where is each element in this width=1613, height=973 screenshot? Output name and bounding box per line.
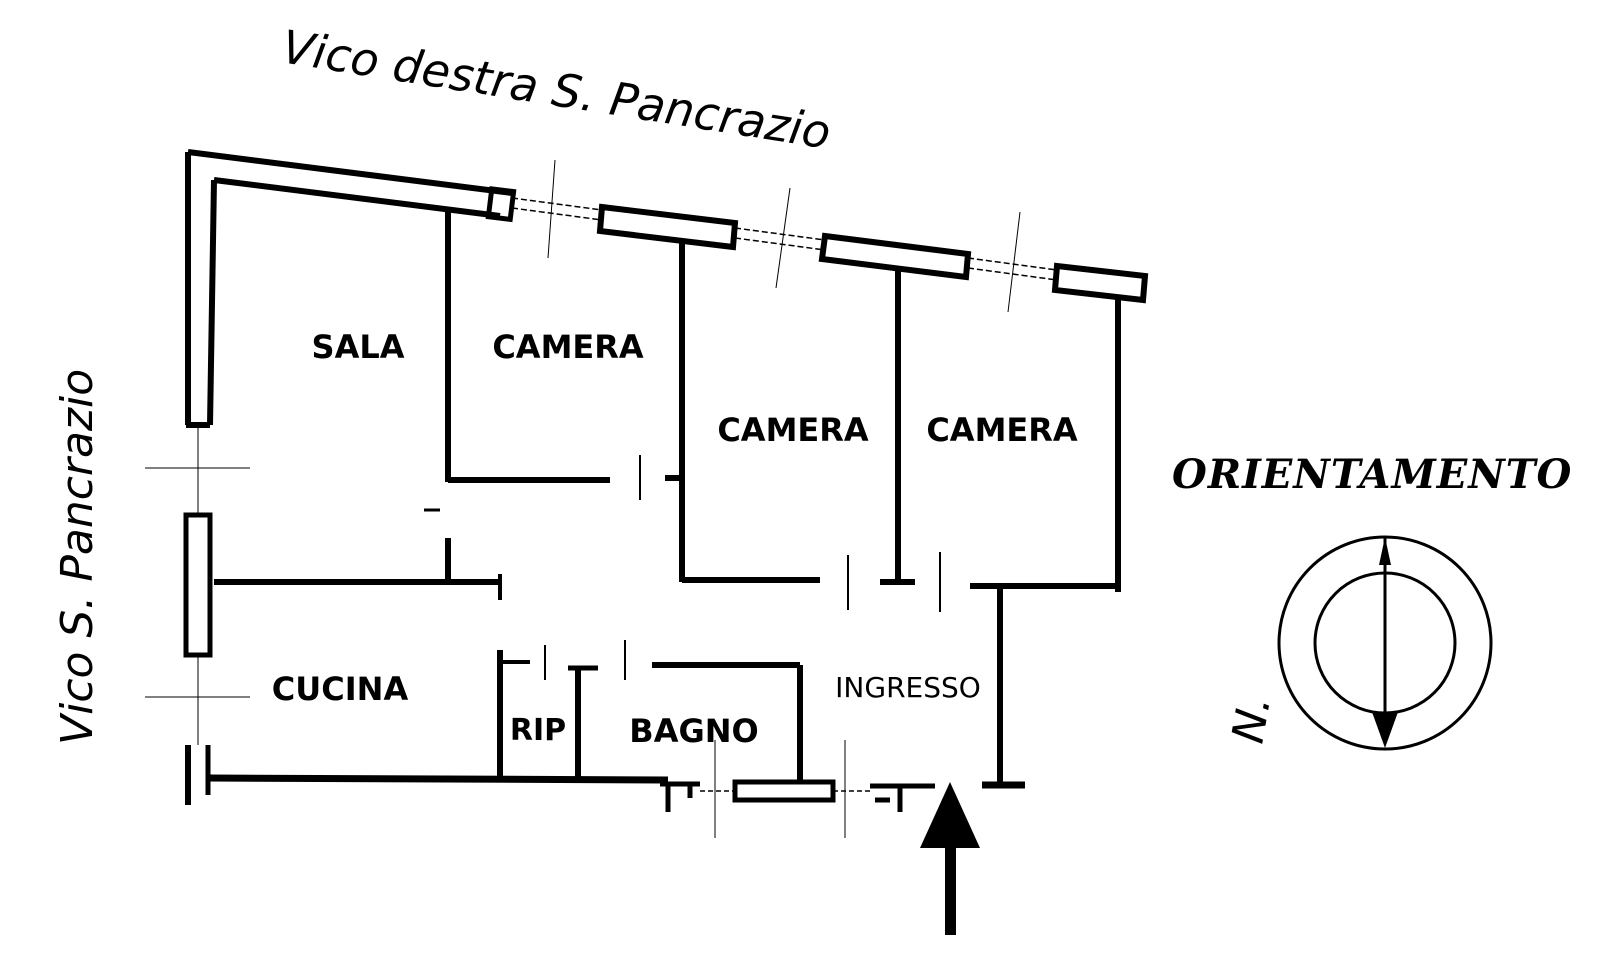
street-label-top: Vico destra S. Pancrazio (278, 20, 834, 160)
room-label-ingresso: INGRESSO (835, 671, 981, 704)
room-label-camera-2: CAMERA (717, 411, 869, 449)
street-label-left: Vico S. Pancrazio (52, 369, 103, 745)
room-label-rip: RIP (510, 713, 566, 748)
room-label-bagno: BAGNO (629, 712, 758, 750)
entrance-arrow-icon (920, 782, 980, 935)
walls (145, 149, 1149, 838)
room-label-camera-1: CAMERA (492, 328, 644, 366)
room-label-camera-3: CAMERA (926, 411, 1078, 449)
room-label-cucina: CUCINA (272, 670, 409, 708)
compass-icon (1277, 535, 1493, 751)
north-label: N. (1223, 692, 1281, 747)
orientation-title: ORIENTAMENTO (1172, 451, 1572, 498)
room-label-sala: SALA (312, 328, 405, 366)
